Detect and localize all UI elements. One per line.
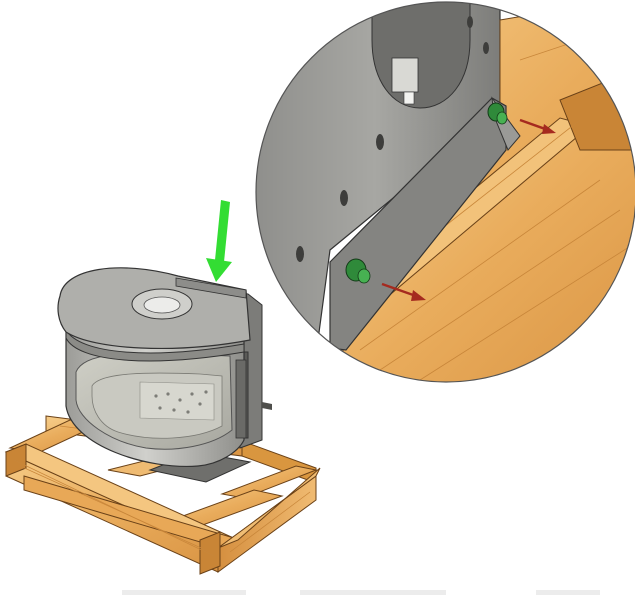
stove-firebox-back (139, 381, 215, 421)
detail-bolt-upper (487, 102, 508, 125)
stove-top-rear-strip (175, 277, 247, 299)
detail-bolt-lower (345, 258, 371, 284)
pallet-side-rail-top (217, 467, 321, 549)
footer-bar (536, 590, 600, 595)
pallet-end-block (5, 443, 27, 477)
footer-bar (300, 590, 446, 595)
stove-rim (65, 328, 245, 362)
detail-cutout-part (391, 57, 419, 93)
pallet (4, 415, 321, 575)
detail-panel-slot (340, 190, 348, 206)
firebox-vents (154, 390, 208, 414)
detail-panel-slot (467, 16, 473, 28)
detail-wood-grain (359, 19, 635, 381)
stove-door-handle (262, 402, 272, 410)
direction-arrow-lower (381, 282, 426, 301)
detail-zoom-view (256, 2, 635, 382)
detail-panel-slot (376, 134, 384, 150)
stove-flue-opening (143, 296, 181, 314)
pallet-end-block (199, 531, 221, 575)
detail-panel-slot (296, 246, 304, 262)
direction-arrow-upper (519, 118, 556, 134)
stove (57, 267, 272, 483)
detail-zoom-border (255, 1, 635, 383)
footer-bar (122, 590, 246, 595)
down-arrow (206, 200, 232, 282)
detail-cutout-part (403, 91, 415, 105)
detail-panel-slot (483, 42, 489, 54)
stove-door-hinge (235, 359, 247, 439)
